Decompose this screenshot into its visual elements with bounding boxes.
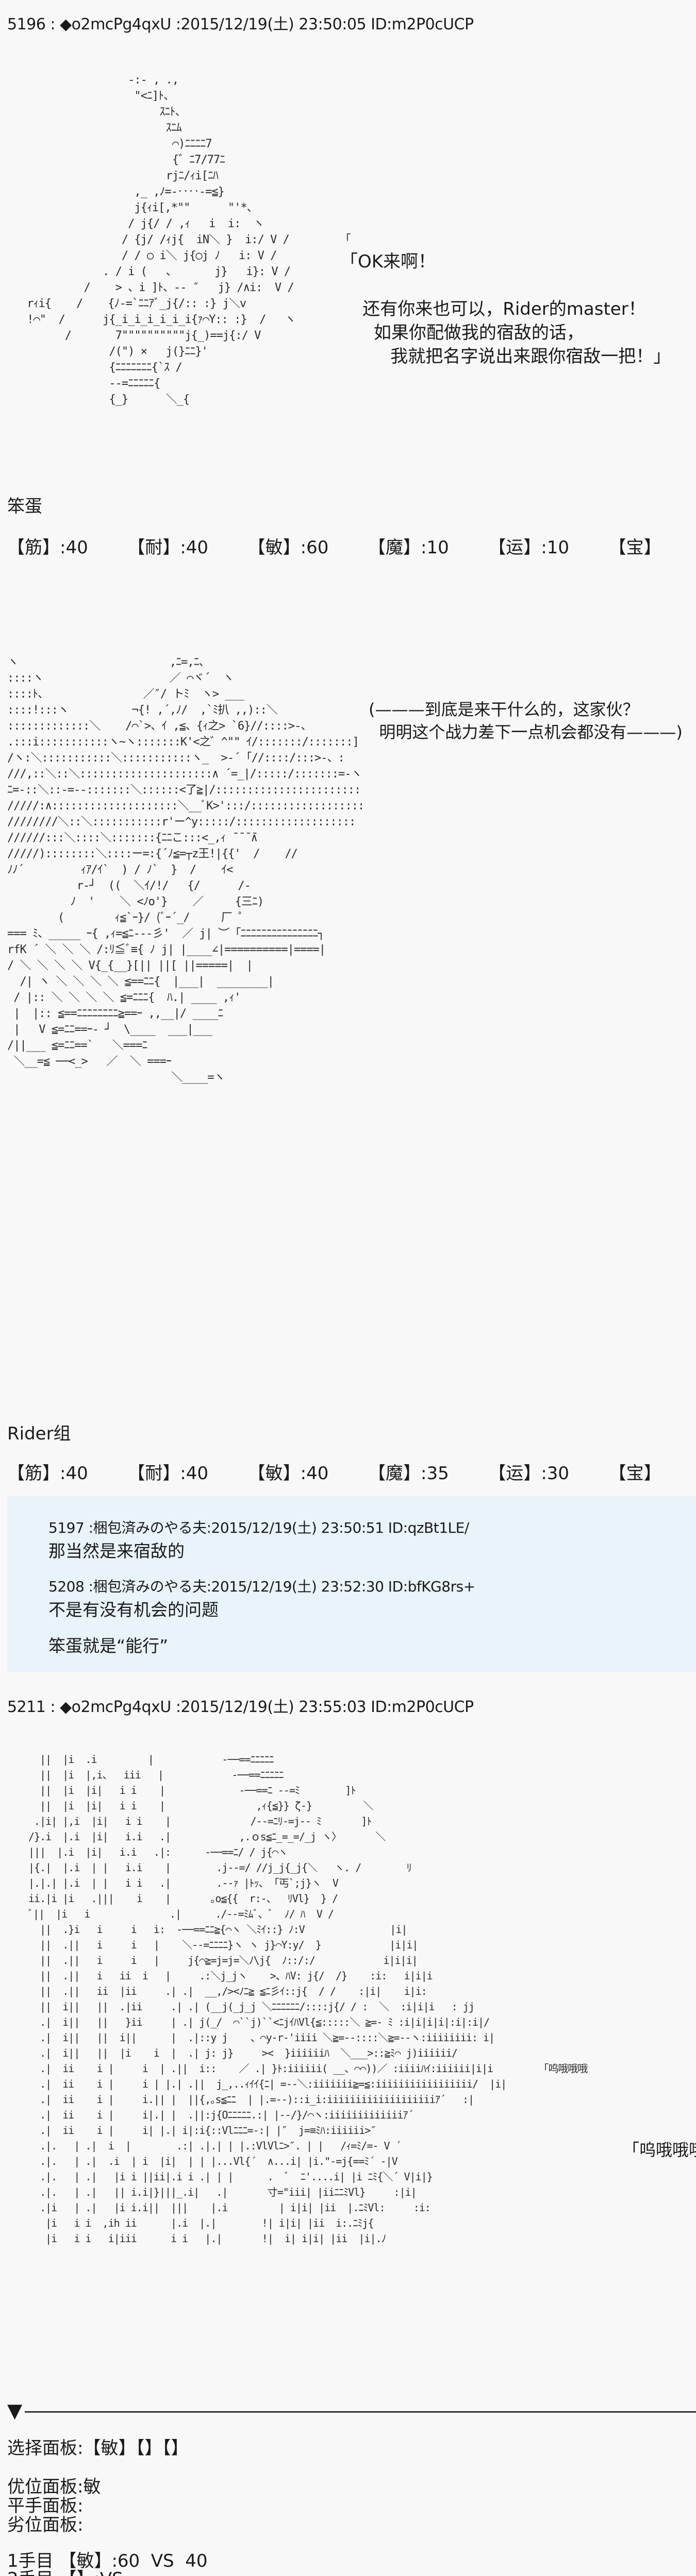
stat-luck: 【运】:30 — [488, 1463, 570, 1484]
post-number: 5196 — [7, 15, 46, 33]
even-panel-line: 平手面板: — [7, 2496, 84, 2516]
stat-magic: 【魔】:10 — [368, 537, 449, 558]
post-number: 5211 — [7, 1698, 46, 1716]
post-header-5196: 5196 : ◆o2mcPg4qxU :2015/12/19(土) 23:50:… — [7, 15, 474, 33]
divider-line — [25, 2411, 696, 2413]
stat-endurance: 【耐】:40 — [127, 537, 209, 558]
stat-agility: 【敏】:60 — [247, 537, 329, 558]
disadvantage-panel-line: 劣位面板: — [7, 2515, 84, 2535]
ascii-art-panel-2: ヽ ,ﾆ=,ﾆ、 ::::ヽ ／ ⌒ヾ´ ヽ ::::ﾄ、 ／″/ トﾐ ヽ> … — [7, 656, 364, 1084]
reply-header-5208: 5208 :梱包済みのやる夫:2015/12/19(土) 23:52:30 ID… — [48, 1578, 475, 1595]
triangle-down-icon: ▼ — [7, 2399, 23, 2422]
round-1: 1手目 【敏】:60 VS 40 — [7, 2551, 208, 2571]
trip-diamond-icon: ◆ — [60, 15, 72, 33]
reply-body-5208: 不是有没有机会的问题 — [48, 1600, 219, 1620]
character-name-label: 笨蛋 — [7, 496, 42, 517]
section-divider-top: ▼ — [7, 2401, 696, 2421]
stat-strength: 【筋】:40 — [7, 1463, 88, 1484]
author-trip[interactable]: o2mcPg4qxU — [71, 1698, 172, 1716]
post-id[interactable]: ID:m2P0cUCP — [371, 1698, 474, 1716]
stats-row-2: 【筋】:40 【耐】:40 【敏】:40 【魔】:35 【运】:30 【宝】 — [7, 1459, 696, 1484]
post-time: 23:55:03 — [299, 1698, 367, 1716]
stat-noble-phantasm: 【宝】 — [608, 537, 661, 558]
stats-row-1: 【筋】:40 【耐】:40 【敏】:60 【魔】:10 【运】:10 【宝】 — [7, 533, 696, 558]
trip-diamond-icon: ◆ — [60, 1698, 72, 1716]
ascii-art-panel-1: -:- , ., "<ﾆ]ﾄ、 ｽﾆﾄ、 ｽﾆﾑ ⌒)ﾆﾆﾆﾆ7 {゛ﾆ7/77… — [27, 74, 351, 406]
dialog-panel-2: (———到底是来干什么的，这家伙？ 明明这个战力差下一点机会都没有———) — [369, 700, 683, 742]
reply-body-5208-line2: 笨蛋就是“能行” — [48, 1636, 169, 1656]
character-name-label-rider: Rider组 — [7, 1423, 71, 1444]
stat-agility: 【敏】:40 — [247, 1463, 329, 1484]
dialog-panel-1: 「OK来啊！ 还有你来也可以，Rider的master！ 如果你配做我的宿敌的话… — [340, 251, 671, 367]
post-header-5211: 5211 : ◆o2mcPg4qxU :2015/12/19(土) 23:55:… — [7, 1698, 474, 1716]
stat-endurance: 【耐】:40 — [127, 1463, 209, 1484]
stat-luck: 【运】:10 — [488, 537, 570, 558]
reply-body-5197: 那当然是来宿敌的 — [48, 1541, 185, 1561]
stat-strength: 【筋】:40 — [7, 537, 88, 558]
reply-box: 5197 :梱包済みのやる夫:2015/12/19(土) 23:50:51 ID… — [7, 1497, 696, 1672]
post-id[interactable]: ID:m2P0cUCP — [371, 15, 474, 33]
ascii-art-panel-3: || |i .i | -──==ﾆﾆﾆﾆﾆ || |i |,i、 iii | -… — [28, 1753, 588, 2245]
advantage-panel-line: 优位面板:敏 — [7, 2477, 101, 2497]
post-time: 23:50:05 — [299, 15, 367, 33]
round-2: 2手目 【】:VS — [7, 2569, 123, 2576]
stat-noble-phantasm: 【宝】 — [608, 1463, 661, 1484]
post-date: 2015/12/19(土) — [180, 1698, 294, 1716]
stat-magic: 【魔】:35 — [368, 1463, 449, 1484]
post-date: 2015/12/19(土) — [180, 15, 294, 33]
reply-header-5197: 5197 :梱包済みのやる夫:2015/12/19(土) 23:50:51 ID… — [48, 1519, 469, 1536]
dialog-panel-3: 「呜哦哦哦 — [623, 2140, 696, 2160]
author-trip[interactable]: o2mcPg4qxU — [71, 15, 172, 33]
select-panel-line: 选择面板:【敏】【】【】 — [7, 2438, 189, 2459]
